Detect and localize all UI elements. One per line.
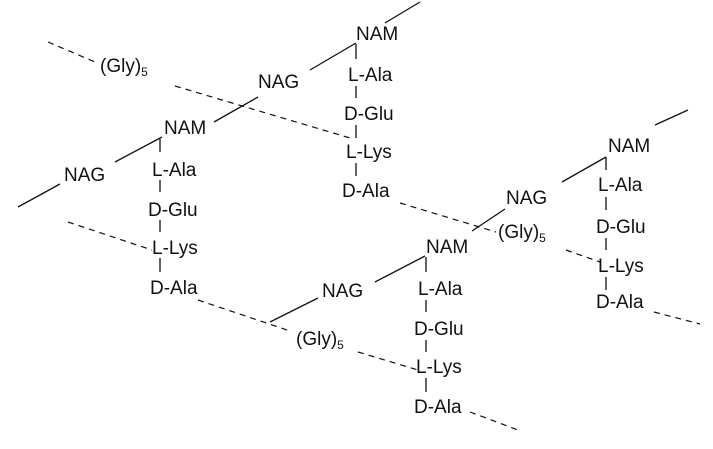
crosslink-dash [565,249,601,263]
nam-label: NAM [356,24,398,45]
glycan-bond [374,255,426,283]
glycan-bond [114,136,163,163]
gly-text: (Gly) [498,222,539,243]
glycan-bond [471,208,506,232]
glycan-bond [309,42,357,71]
nam-label: NAM [608,136,650,157]
nag-label: NAG [258,72,299,93]
l-ala-label: L-Ala [598,175,643,196]
d-glu-label: D-Glu [148,200,198,221]
gly-text: (Gly) [296,329,337,350]
crosslink-dash [399,202,497,233]
l-lys-label: L-Lys [416,357,462,378]
gly-subscript: 5 [539,231,546,245]
d-ala-label: D-Ala [414,397,462,418]
nam-label: NAM [426,237,468,258]
crosslink-dash [47,41,96,63]
l-ala-label: L-Ala [152,160,197,181]
l-ala-label: L-Ala [418,279,463,300]
d-ala-label: D-Ala [342,181,390,202]
glycan-bond [269,297,319,323]
gly5-label: (Gly)5 [498,222,546,245]
gly-subscript: 5 [337,338,344,352]
crosslink-dash [469,411,519,431]
l-lys-label: L-Lys [598,256,644,277]
crosslink-dash [357,351,419,371]
d-glu-label: D-Glu [596,217,646,238]
glycan-bond [654,109,689,126]
nag-label: NAG [322,281,363,302]
gly5-label: (Gly)5 [100,56,148,79]
d-ala-label: D-Ala [150,278,198,299]
glycan-bond [384,1,421,24]
d-glu-label: D-Glu [414,319,464,340]
gly-subscript: 5 [141,65,148,79]
glycan-bond [561,156,607,183]
l-lys-label: L-Lys [346,142,392,163]
glycan-bond [17,183,61,208]
crosslink-dash [67,221,153,251]
glycan-bond [213,96,259,123]
nag-label: NAG [506,188,547,209]
l-ala-label: L-Ala [348,65,393,86]
crosslink-dash [653,311,701,325]
d-glu-label: D-Glu [344,104,394,125]
nag-label: NAG [64,165,105,186]
crosslink-dash [197,299,291,332]
nam-label: NAM [164,118,206,139]
gly-text: (Gly) [100,56,141,77]
l-lys-label: L-Lys [152,238,198,259]
crosslink-dash [174,85,351,139]
gly5-label: (Gly)5 [296,329,344,352]
d-ala-label: D-Ala [596,292,644,313]
